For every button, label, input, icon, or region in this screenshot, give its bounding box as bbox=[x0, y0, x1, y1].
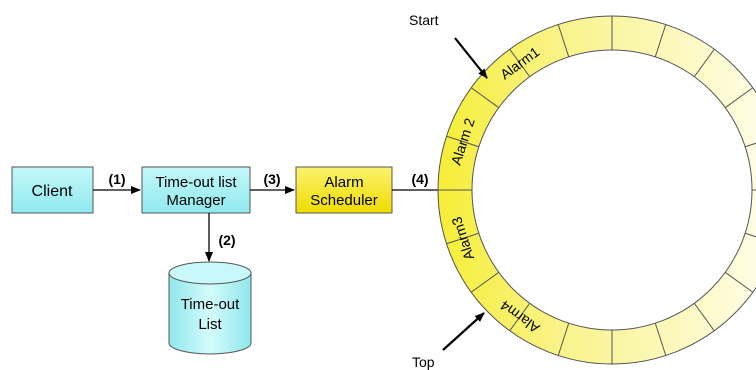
ring-divider bbox=[446, 232, 480, 245]
start-label: Start bbox=[409, 12, 439, 28]
client-box bbox=[11, 166, 94, 214]
manager-label-line1: Time-out list bbox=[155, 174, 237, 191]
ring-divider bbox=[724, 87, 754, 109]
scheduler-label-line2: Scheduler bbox=[310, 192, 378, 209]
client-label: Client bbox=[32, 183, 73, 200]
ring-divider bbox=[557, 322, 570, 356]
start-arrow bbox=[454, 37, 488, 79]
step1-label: (1) bbox=[108, 171, 125, 187]
manager-box bbox=[141, 166, 251, 214]
ring-divider bbox=[470, 271, 500, 293]
ring-divider bbox=[744, 142, 756, 148]
manager-label-line2: Manager bbox=[166, 192, 225, 209]
ring-divider bbox=[654, 322, 667, 356]
ring-divider bbox=[654, 24, 667, 58]
list-label-line1: Time-out bbox=[181, 296, 240, 313]
step4-label: (4) bbox=[411, 171, 428, 187]
ring-divider bbox=[693, 48, 715, 78]
list-label-line2: List bbox=[198, 316, 222, 333]
ring-divider bbox=[470, 87, 500, 109]
ring-divider bbox=[557, 24, 570, 58]
ring-divider bbox=[446, 135, 480, 148]
ring-divider bbox=[693, 302, 715, 332]
top-label: Top bbox=[412, 354, 435, 370]
scheduler-box bbox=[295, 166, 393, 214]
step2-label: (2) bbox=[218, 232, 235, 248]
step3-label: (3) bbox=[263, 171, 280, 187]
ring-band bbox=[437, 15, 756, 365]
ring-divider bbox=[509, 302, 531, 332]
ring-divider bbox=[509, 48, 531, 78]
scheduler-label-line1: Alarm bbox=[324, 174, 363, 191]
ring-divider bbox=[744, 232, 756, 238]
top-arrow bbox=[442, 312, 485, 351]
timeout-list-cylinder bbox=[168, 261, 252, 355]
ring-divider bbox=[724, 271, 754, 293]
